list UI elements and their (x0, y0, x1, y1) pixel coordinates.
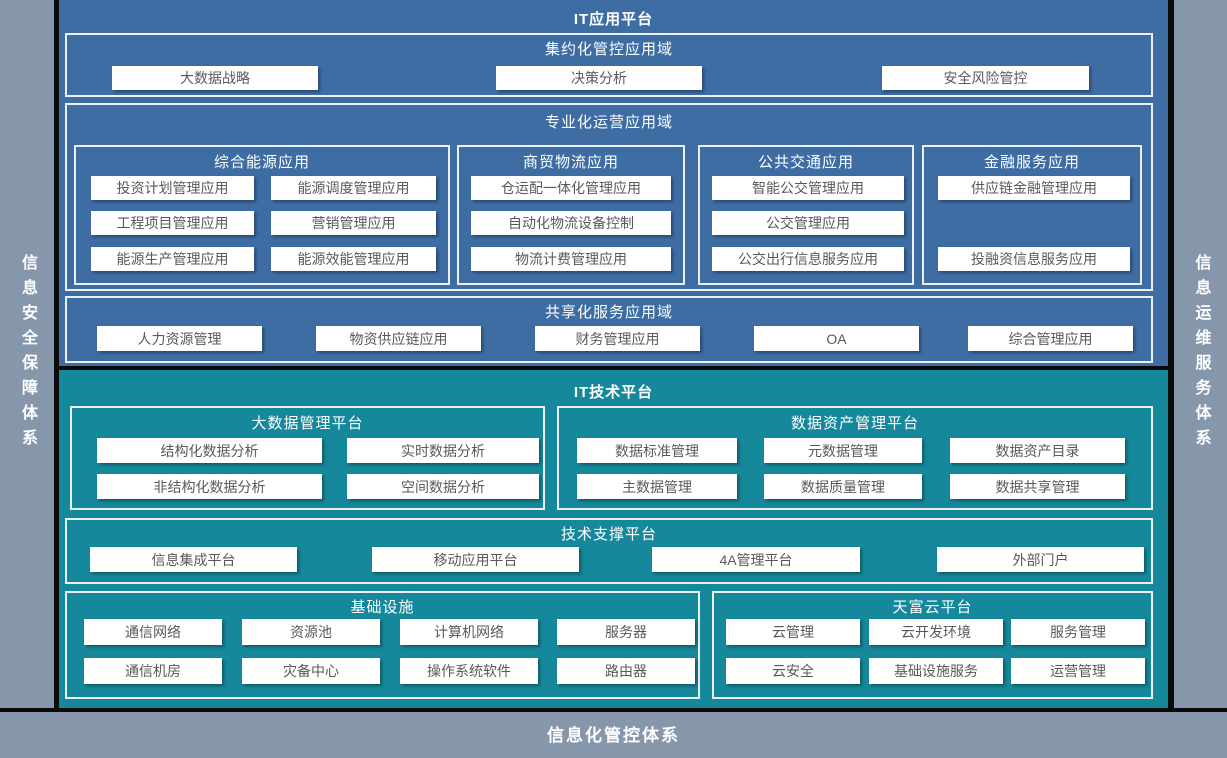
diagram-node: 外部门户 (937, 547, 1144, 572)
diagram-node: 结构化数据分析 (97, 438, 322, 463)
diagram-node: 公交出行信息服务应用 (712, 247, 904, 271)
group-title-energy: 综合能源应用 (213, 154, 310, 171)
group-box-energy: 综合能源应用 投资计划管理应用 能源调度管理应用 工程项目管理应用 营销管理应用… (74, 145, 450, 285)
intensive-control-domain-title: 集约化管控应用域 (544, 41, 673, 58)
cloud-platform-box: 天富云平台 云管理 云开发环境 服务管理 云安全 基础设施服务 运营管理 (712, 591, 1153, 699)
tech-support-platform-title: 技术支撑平台 (560, 526, 657, 543)
diagram-node: 操作系统软件 (400, 658, 538, 684)
diagram-node: 资源池 (242, 619, 380, 645)
diagram-node: 空间数据分析 (347, 474, 539, 499)
diagram-node: 元数据管理 (764, 438, 922, 463)
diagram-node: 基础设施服务 (869, 658, 1003, 684)
group-title-transit: 公共交通应用 (757, 154, 854, 171)
diagram-node: 数据资产目录 (950, 438, 1125, 463)
diagram-node: 综合管理应用 (968, 326, 1133, 351)
tech-support-platform-box: 技术支撑平台 信息集成平台 移动应用平台 4A管理平台 外部门户 (65, 518, 1153, 584)
left-banner-security-system: 信息安全保障体系 (0, 0, 54, 708)
diagram-node: 服务器 (557, 619, 695, 645)
diagram-node: 灾备中心 (242, 658, 380, 684)
bigdata-platform-title: 大数据管理平台 (251, 415, 364, 432)
diagram-node: 服务管理 (1011, 619, 1145, 645)
diagram-node: 实时数据分析 (347, 438, 539, 463)
diagram-node: 安全风险管控 (882, 66, 1089, 90)
diagram-node: 主数据管理 (577, 474, 737, 499)
right-banner-label: 信息运维服务体系 (1192, 254, 1210, 454)
group-title-finance: 金融服务应用 (983, 154, 1080, 171)
diagram-node: 云管理 (726, 619, 860, 645)
main-panel: IT应用平台 集约化管控应用域 大数据战略 决策分析 安全风险管控 专业化运营应… (59, 0, 1168, 708)
intensive-control-domain-box: 集约化管控应用域 大数据战略 决策分析 安全风险管控 (65, 33, 1153, 97)
diagram-node: 4A管理平台 (652, 547, 860, 572)
data-asset-platform-title: 数据资产管理平台 (790, 415, 919, 432)
diagram-node: 工程项目管理应用 (91, 211, 254, 235)
diagram-node: 人力资源管理 (97, 326, 262, 351)
diagram-node: 云安全 (726, 658, 860, 684)
diagram-node: 物流计费管理应用 (471, 247, 671, 271)
diagram-node: 决策分析 (496, 66, 702, 90)
diagram-node: 通信网络 (84, 619, 222, 645)
it-technology-platform-title: IT技术平台 (573, 384, 654, 401)
diagram-node: 移动应用平台 (372, 547, 579, 572)
infrastructure-box: 基础设施 通信网络 资源池 计算机网络 服务器 通信机房 灾备中心 操作系统软件… (65, 591, 700, 699)
specialized-operation-domain-title: 专业化运营应用域 (544, 114, 673, 131)
diagram-node: 公交管理应用 (712, 211, 904, 235)
group-box-transit: 公共交通应用 智能公交管理应用 公交管理应用 公交出行信息服务应用 (698, 145, 914, 285)
diagram-node: 智能公交管理应用 (712, 176, 904, 200)
diagram-node: 数据标准管理 (577, 438, 737, 463)
diagram-node: 能源生产管理应用 (91, 247, 254, 271)
diagram-node: 路由器 (557, 658, 695, 684)
bottom-banner-label: 信息化管控体系 (547, 726, 680, 745)
specialized-operation-domain-box: 专业化运营应用域 综合能源应用 投资计划管理应用 能源调度管理应用 工程项目管理… (65, 103, 1153, 291)
data-asset-platform-box: 数据资产管理平台 数据标准管理 元数据管理 数据资产目录 主数据管理 数据质量管… (557, 406, 1153, 510)
bottom-banner-governance-system: 信息化管控体系 (0, 712, 1227, 758)
diagram-node: 计算机网络 (400, 619, 538, 645)
diagram-node: 云开发环境 (869, 619, 1003, 645)
left-banner-label: 信息安全保障体系 (19, 254, 36, 454)
cloud-platform-title: 天富云平台 (892, 599, 973, 616)
diagram-node: 物资供应链应用 (316, 326, 481, 351)
diagram-node: 投融资信息服务应用 (938, 247, 1130, 271)
diagram-node: 仓运配一体化管理应用 (471, 176, 671, 200)
shared-service-domain-title: 共享化服务应用域 (544, 304, 673, 321)
diagram-node: 自动化物流设备控制 (471, 211, 671, 235)
bigdata-platform-box: 大数据管理平台 结构化数据分析 实时数据分析 非结构化数据分析 空间数据分析 (70, 406, 545, 510)
diagram-node: 通信机房 (84, 658, 222, 684)
diagram-node: 数据共享管理 (950, 474, 1125, 499)
shared-service-domain-box: 共享化服务应用域 人力资源管理 物资供应链应用 财务管理应用 OA 综合管理应用 (65, 296, 1153, 363)
group-box-finance: 金融服务应用 供应链金融管理应用 投融资信息服务应用 (922, 145, 1142, 285)
diagram-node: 运营管理 (1011, 658, 1145, 684)
diagram-node: 信息集成平台 (90, 547, 297, 572)
group-title-logistics: 商贸物流应用 (522, 154, 619, 171)
it-technology-platform-zone: IT技术平台 大数据管理平台 结构化数据分析 实时数据分析 非结构化数据分析 空… (59, 370, 1168, 708)
diagram-node: 供应链金融管理应用 (938, 176, 1130, 200)
it-application-platform-zone: IT应用平台 集约化管控应用域 大数据战略 决策分析 安全风险管控 专业化运营应… (59, 0, 1168, 366)
diagram-node: 大数据战略 (112, 66, 318, 90)
right-banner-ops-service-system: 信息运维服务体系 (1174, 0, 1227, 708)
diagram-node: 投资计划管理应用 (91, 176, 254, 200)
diagram-node: 非结构化数据分析 (97, 474, 322, 499)
infrastructure-title: 基础设施 (350, 599, 415, 616)
diagram-node: 数据质量管理 (764, 474, 922, 499)
it-application-platform-title: IT应用平台 (573, 11, 654, 28)
diagram-node: 营销管理应用 (271, 211, 436, 235)
diagram-node: 能源效能管理应用 (271, 247, 436, 271)
diagram-node: 能源调度管理应用 (271, 176, 436, 200)
diagram-node: 财务管理应用 (535, 326, 700, 351)
diagram-node: OA (754, 326, 919, 351)
group-box-logistics: 商贸物流应用 仓运配一体化管理应用 自动化物流设备控制 物流计费管理应用 (457, 145, 685, 285)
